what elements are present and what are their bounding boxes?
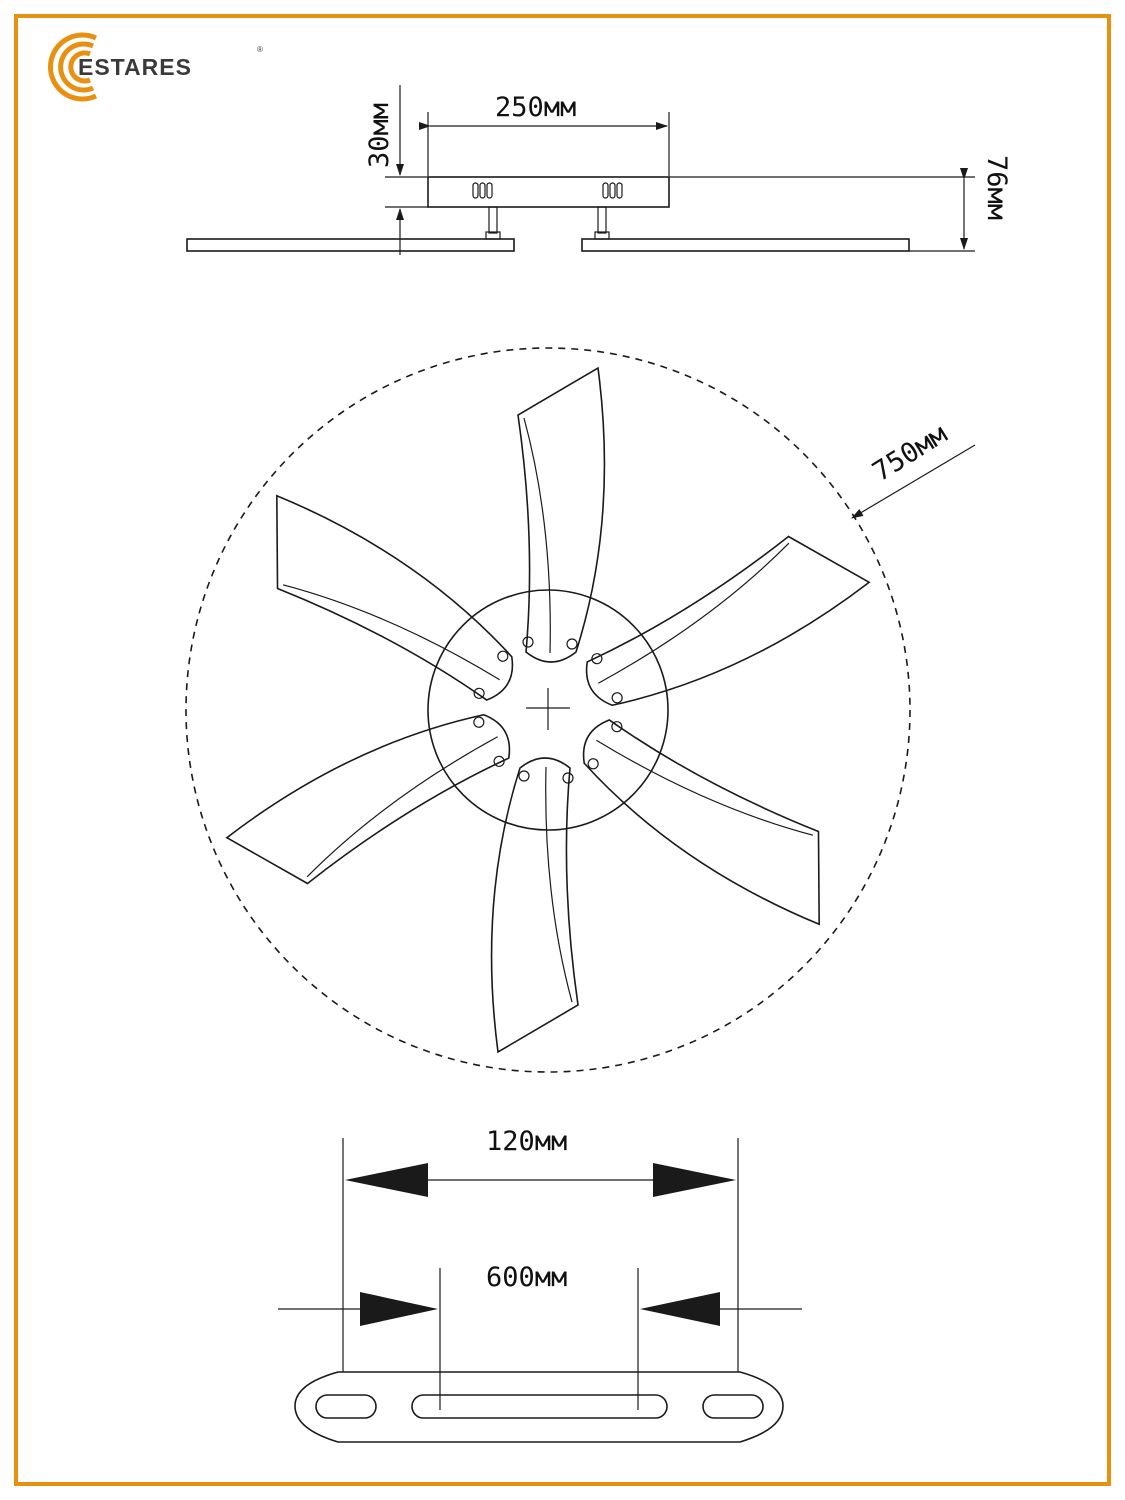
plate-left: [186, 238, 515, 252]
blade-1: [517, 367, 606, 663]
section-view: 120мм 600мм: [278, 1126, 802, 1443]
blade-4: [490, 757, 579, 1053]
dim-drop-height: 30мм: [364, 103, 395, 168]
blade-3: [560, 707, 860, 931]
slot-right: [702, 1394, 764, 1419]
slot-left: [315, 1394, 377, 1419]
canopy-vent-left: [472, 182, 493, 199]
center-mark: [526, 688, 570, 730]
dim-diameter: 750мм: [867, 419, 952, 488]
dim-total-height: 76мм: [981, 155, 1012, 220]
registered-mark: ®: [257, 45, 263, 54]
diameter-circle: [185, 347, 911, 1073]
blade-2: [573, 512, 874, 736]
section-body-outline: [294, 1371, 784, 1443]
center-hub: [427, 589, 669, 831]
page-frame: [14, 14, 1111, 1486]
slot-center: [411, 1394, 668, 1419]
stem-left: [488, 206, 498, 234]
canopy-vent-right: [602, 182, 623, 199]
blade-5: [222, 684, 523, 908]
plate-right: [581, 238, 910, 252]
dim-outer-width: 120мм: [486, 1126, 567, 1157]
dim-inner-width: 600мм: [486, 1262, 567, 1293]
canopy: [427, 176, 670, 208]
top-view: 750мм: [185, 347, 976, 1073]
dim-canopy-width: 250мм: [495, 92, 576, 123]
blade-6: [236, 489, 536, 713]
brand-name: ESTARES: [78, 54, 192, 80]
side-view: 250мм 30мм 76мм: [186, 85, 1012, 255]
concentric-arcs-logo-icon: [47, 32, 98, 102]
stem-right: [597, 206, 607, 234]
brand-logo: ESTARES ®: [47, 32, 263, 102]
